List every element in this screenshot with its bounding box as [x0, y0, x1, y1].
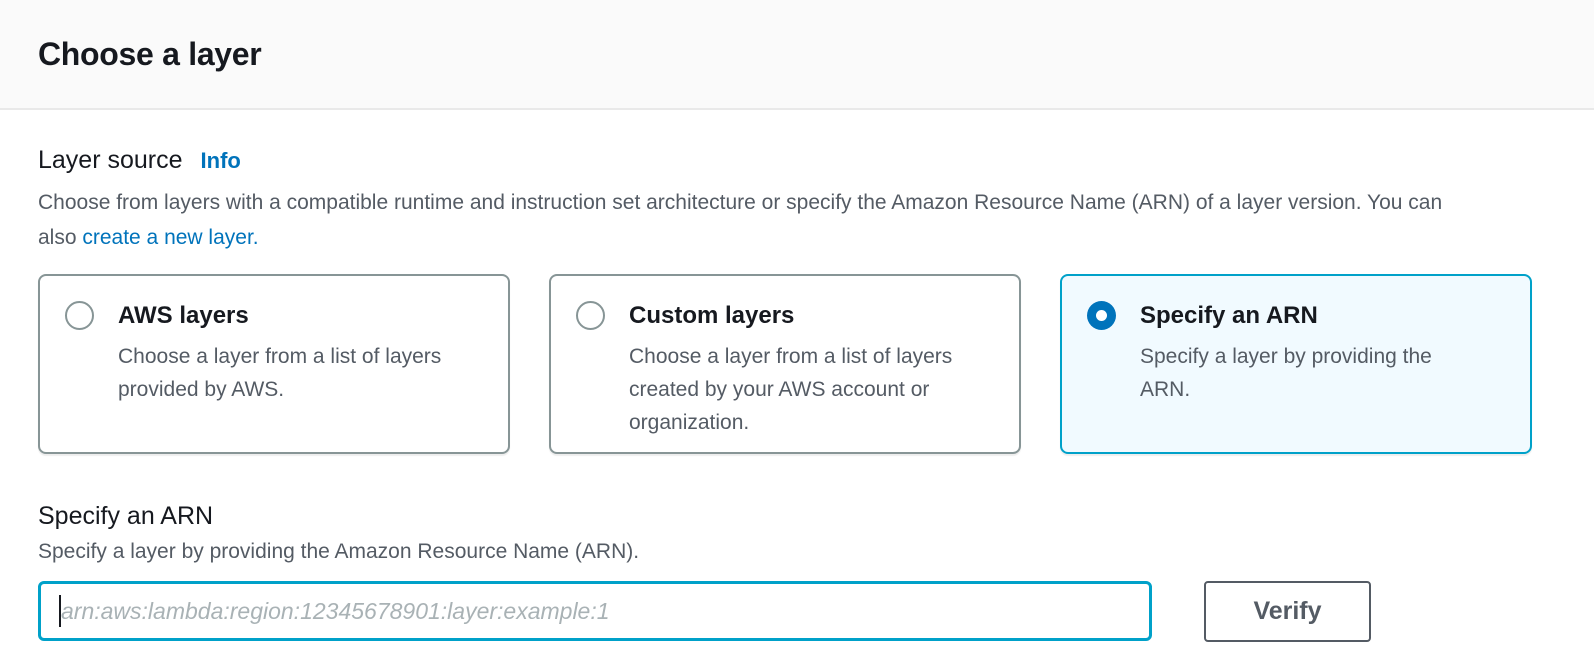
card-head: AWS layers — [65, 301, 480, 330]
radio-dot — [1096, 310, 1107, 321]
layer-option-card-aws-layers[interactable]: AWS layers Choose a layer from a list of… — [38, 274, 510, 454]
specify-arn-section: Specify an ARN Specify a layer by provid… — [38, 502, 1556, 642]
layer-option-card-specify-arn[interactable]: Specify an ARN Specify a layer by provid… — [1060, 274, 1532, 454]
layer-source-description-text: Choose from layers with a compatible run… — [38, 191, 1443, 249]
info-link[interactable]: Info — [200, 148, 241, 173]
create-new-layer-link[interactable]: create a new layer. — [82, 226, 259, 249]
card-description: Choose a layer from a list of layers pro… — [118, 345, 442, 401]
arn-input-row: Verify — [38, 581, 1556, 642]
card-description: Choose a layer from a list of layers cre… — [629, 345, 953, 434]
card-title: Specify an ARN — [1140, 301, 1318, 329]
layer-source-options: AWS layers Choose a layer from a list of… — [38, 274, 1556, 454]
verify-button[interactable]: Verify — [1204, 581, 1371, 642]
radio-unchecked-icon[interactable] — [576, 301, 605, 330]
arn-input[interactable] — [38, 581, 1152, 641]
layer-source-label-row: Layer source Info — [38, 146, 1556, 175]
specify-arn-title: Specify an ARN — [38, 502, 214, 530]
radio-unchecked-icon[interactable] — [65, 301, 94, 330]
card-title: Custom layers — [629, 301, 795, 329]
card-description: Specify a layer by providing the ARN. — [1140, 345, 1432, 401]
panel-header: Choose a layer — [0, 0, 1594, 110]
panel-content: Layer source Info Choose from layers wit… — [0, 146, 1594, 642]
layer-option-card-custom-layers[interactable]: Custom layers Choose a layer from a list… — [549, 274, 1021, 454]
arn-input-wrap — [38, 581, 1152, 642]
specify-arn-description: Specify a layer by providing the Amazon … — [38, 540, 640, 563]
radio-checked-icon[interactable] — [1087, 301, 1116, 330]
card-head: Specify an ARN — [1087, 301, 1502, 330]
text-caret — [59, 595, 61, 627]
card-head: Custom layers — [576, 301, 991, 330]
card-title: AWS layers — [118, 301, 249, 329]
layer-source-label: Layer source — [38, 146, 183, 174]
page-title: Choose a layer — [38, 35, 262, 72]
layer-source-description: Choose from layers with a compatible run… — [38, 185, 1468, 255]
